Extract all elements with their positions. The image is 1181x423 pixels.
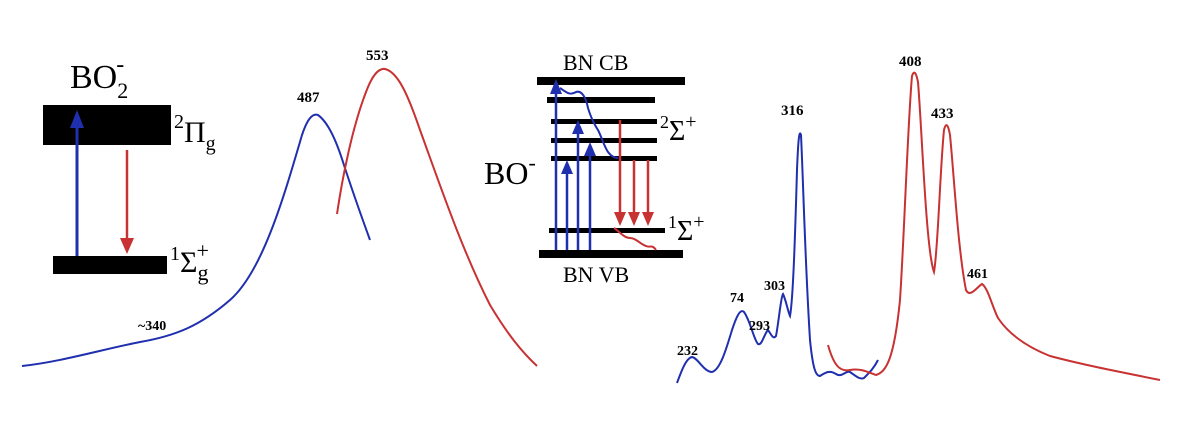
right-spectrum-blue-curve [676,132,879,384]
center-lower-state-label: 1Σ+ [668,211,705,247]
center-species-label: BO- [484,150,536,191]
cb-level-bar [537,77,685,85]
right-peak-label-74: 74 [730,291,744,306]
left-peak-label-340: ~340 [138,319,166,334]
left-species-label: BO2- [70,52,128,103]
center-red-relaxation-wiggle [613,227,657,251]
vb-label: BN VB [563,262,629,287]
right-peak-label-461: 461 [967,267,988,282]
left-energy-diagram: BO2- 2Πg 1Σg+ [43,52,216,285]
right-peak-label-232: 232 [677,344,698,359]
left-excitation-arrowhead [70,110,84,128]
left-spectrum-red-curve [336,67,538,367]
left-lower-level-bar [53,256,167,274]
center-lower-level-bar [549,228,665,233]
center-level-bar-1 [547,97,655,103]
center-blue-relaxation-wiggle [559,87,619,159]
cb-label: BN CB [563,50,628,75]
center-level-bar-3 [551,138,657,143]
right-peak-label-408: 408 [899,54,922,70]
left-spectrum: ~340 487 553 [21,48,538,367]
right-peak-label-433: 433 [931,106,954,122]
left-emission-arrowhead [120,238,134,254]
center-level-bar-2 [551,119,657,124]
right-peak-label-293: 293 [749,319,770,334]
center-energy-diagram: BN CB 2Σ+ BO- 1Σ+ BN VB [484,50,705,287]
left-upper-state-label: 2Πg [174,111,216,155]
center-upper-state-label: 2Σ+ [660,111,697,147]
left-spectrum-blue-curve [21,113,371,367]
left-upper-level-bar [43,105,171,145]
vb-level-bar [539,250,683,258]
left-lower-state-label: 1Σg+ [170,238,209,285]
right-peak-label-316: 316 [781,103,804,119]
left-peak-label-553: 553 [366,48,389,64]
right-spectrum-red-curve [827,71,1161,381]
center-excitation-arrows [550,79,596,250]
center-emission-arrows [614,120,654,226]
right-spectrum: 232 74 293 303 316 408 433 461 [676,54,1161,384]
center-level-bar-4 [551,156,657,161]
left-peak-label-487: 487 [297,90,320,106]
right-peak-label-303: 303 [764,279,785,294]
